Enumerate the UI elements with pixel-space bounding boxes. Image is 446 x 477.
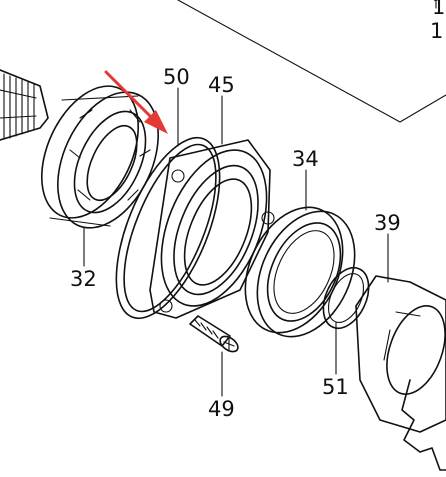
callout-34: 34	[292, 147, 319, 171]
part-32-bearing	[40, 85, 159, 229]
callout-51: 51	[322, 375, 349, 399]
part-49-screw	[189, 315, 239, 353]
corner-mark-second: 1	[430, 19, 443, 43]
callout-32: 32	[70, 267, 97, 291]
callout-39: 39	[374, 211, 401, 235]
leader-lines	[83, 87, 389, 397]
callout-50: 50	[163, 65, 190, 89]
frame-fragment	[177, 0, 446, 123]
part-45-housing	[149, 139, 275, 319]
part-50-oring	[115, 136, 221, 320]
shaft	[0, 69, 49, 141]
part-39-gear	[355, 275, 446, 471]
callout-49: 49	[208, 397, 235, 421]
corner-mark-top: 1	[432, 0, 445, 19]
callout-labels: 50 45 34 39 32 51 49 1 1	[70, 0, 445, 421]
callout-45: 45	[208, 73, 235, 97]
highlight-arrow	[104, 70, 168, 134]
part-51-snapring	[322, 266, 370, 330]
